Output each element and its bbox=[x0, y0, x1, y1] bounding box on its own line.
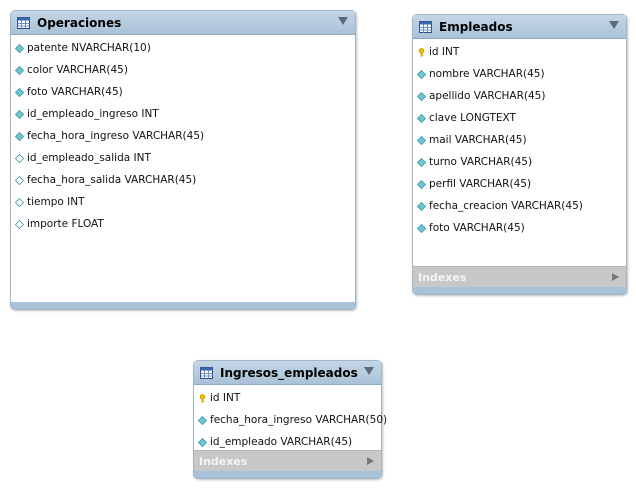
primary-key-icon bbox=[199, 393, 206, 403]
column-label: id_empleado VARCHAR(45) bbox=[210, 436, 353, 448]
primary-key-icon bbox=[418, 47, 425, 57]
column-nullable-icon bbox=[14, 153, 25, 163]
table-empleados[interactable]: Empleados id INT nombre VARCHAR(45) apel… bbox=[412, 14, 627, 295]
table-header-empleados[interactable]: Empleados bbox=[413, 15, 626, 39]
column-label: turno VARCHAR(45) bbox=[429, 156, 533, 168]
column-label: id_empleado_salida INT bbox=[27, 152, 151, 164]
table-icon bbox=[17, 16, 30, 29]
table-title: Operaciones bbox=[37, 15, 122, 30]
column-row[interactable]: tiempo INT bbox=[11, 191, 355, 213]
column-row[interactable]: importe FLOAT bbox=[11, 213, 355, 235]
collapse-arrow-icon[interactable] bbox=[364, 367, 374, 375]
table-icon bbox=[200, 366, 213, 379]
column-row[interactable]: apellido VARCHAR(45) bbox=[413, 85, 626, 107]
indexes-label: Indexes bbox=[199, 455, 248, 468]
column-row[interactable]: foto VARCHAR(45) bbox=[413, 217, 626, 239]
column-row[interactable]: foto VARCHAR(45) bbox=[11, 81, 355, 103]
column-row[interactable]: id INT bbox=[194, 387, 381, 409]
column-label: mail VARCHAR(45) bbox=[429, 134, 527, 146]
column-label: importe FLOAT bbox=[27, 218, 104, 230]
table-ingresos-empleados[interactable]: Ingresos_empleados id INT fecha_hora_ing… bbox=[193, 360, 387, 479]
table-title: Empleados bbox=[439, 19, 513, 34]
column-row[interactable]: fecha_hora_ingreso VARCHAR(45) bbox=[11, 125, 355, 147]
column-row[interactable]: color VARCHAR(45) bbox=[11, 59, 355, 81]
column-nullable-icon bbox=[416, 113, 427, 123]
column-nullable-icon bbox=[416, 157, 427, 167]
column-nullable-icon bbox=[14, 87, 25, 97]
column-row[interactable]: nombre VARCHAR(45) bbox=[413, 63, 626, 85]
column-list: patente NVARCHAR(10) color VARCHAR(45) f… bbox=[11, 35, 355, 235]
table-footer bbox=[194, 471, 381, 478]
table-header-ingresos-empleados[interactable]: Ingresos_empleados bbox=[194, 361, 381, 385]
column-label: fecha_hora_ingreso VARCHAR(45) bbox=[27, 130, 205, 142]
expand-arrow-icon[interactable] bbox=[367, 457, 374, 465]
indexes-bar[interactable]: Indexes bbox=[413, 266, 626, 288]
column-label: foto VARCHAR(45) bbox=[27, 86, 123, 98]
column-nullable-icon bbox=[14, 175, 25, 185]
column-label: id INT bbox=[210, 392, 241, 404]
column-label: tiempo INT bbox=[27, 196, 85, 208]
indexes-label: Indexes bbox=[418, 271, 467, 284]
column-row[interactable]: clave LONGTEXT bbox=[413, 107, 626, 129]
column-row[interactable]: id_empleado_ingreso INT bbox=[11, 103, 355, 125]
column-label: apellido VARCHAR(45) bbox=[429, 90, 546, 102]
table-header-operaciones[interactable]: Operaciones bbox=[11, 11, 355, 35]
column-nullable-icon bbox=[14, 43, 25, 53]
column-row[interactable]: fecha_hora_salida VARCHAR(45) bbox=[11, 169, 355, 191]
column-label: fecha_hora_salida VARCHAR(45) bbox=[27, 174, 197, 186]
column-label: fecha_hora_ingreso VARCHAR(50) bbox=[210, 414, 388, 426]
column-label: perfil VARCHAR(45) bbox=[429, 178, 532, 190]
table-footer bbox=[11, 302, 355, 309]
column-nullable-icon bbox=[416, 91, 427, 101]
column-list: id INT fecha_hora_ingreso VARCHAR(50) id… bbox=[194, 385, 387, 453]
table-footer bbox=[413, 287, 626, 294]
column-row[interactable]: mail VARCHAR(45) bbox=[413, 129, 626, 151]
table-icon bbox=[419, 20, 432, 33]
table-title: Ingresos_empleados bbox=[220, 365, 358, 380]
column-label: patente NVARCHAR(10) bbox=[27, 42, 151, 54]
collapse-arrow-icon[interactable] bbox=[609, 21, 619, 29]
column-row[interactable]: patente NVARCHAR(10) bbox=[11, 37, 355, 59]
column-row[interactable]: fecha_hora_ingreso VARCHAR(50) bbox=[194, 409, 387, 431]
column-label: clave LONGTEXT bbox=[429, 112, 516, 124]
indexes-bar[interactable]: Indexes bbox=[194, 450, 381, 472]
column-nullable-icon bbox=[14, 197, 25, 207]
column-row[interactable]: turno VARCHAR(45) bbox=[413, 151, 626, 173]
column-label: fecha_creacion VARCHAR(45) bbox=[429, 200, 583, 212]
column-label: color VARCHAR(45) bbox=[27, 64, 128, 76]
expand-arrow-icon[interactable] bbox=[612, 273, 619, 281]
column-nullable-icon bbox=[416, 69, 427, 79]
column-nullable-icon bbox=[416, 135, 427, 145]
column-row[interactable]: id INT bbox=[413, 41, 626, 63]
column-nullable-icon bbox=[14, 219, 25, 229]
column-row[interactable]: perfil VARCHAR(45) bbox=[413, 173, 626, 195]
collapse-arrow-icon[interactable] bbox=[338, 17, 348, 25]
column-row[interactable]: id_empleado_salida INT bbox=[11, 147, 355, 169]
column-list: id INT nombre VARCHAR(45) apellido VARCH… bbox=[413, 39, 626, 239]
column-nullable-icon bbox=[197, 415, 208, 425]
column-nullable-icon bbox=[14, 65, 25, 75]
column-nullable-icon bbox=[416, 201, 427, 211]
column-label: id INT bbox=[429, 46, 460, 58]
column-nullable-icon bbox=[14, 109, 25, 119]
column-label: nombre VARCHAR(45) bbox=[429, 68, 545, 80]
column-row[interactable]: id_empleado VARCHAR(45) bbox=[194, 431, 381, 453]
column-row[interactable]: fecha_creacion VARCHAR(45) bbox=[413, 195, 626, 217]
column-nullable-icon bbox=[14, 131, 25, 141]
column-label: foto VARCHAR(45) bbox=[429, 222, 525, 234]
column-nullable-icon bbox=[197, 437, 208, 447]
column-label: id_empleado_ingreso INT bbox=[27, 108, 159, 120]
column-nullable-icon bbox=[416, 179, 427, 189]
column-nullable-icon bbox=[416, 223, 427, 233]
table-operaciones[interactable]: Operaciones patente NVARCHAR(10) color V… bbox=[10, 10, 356, 310]
